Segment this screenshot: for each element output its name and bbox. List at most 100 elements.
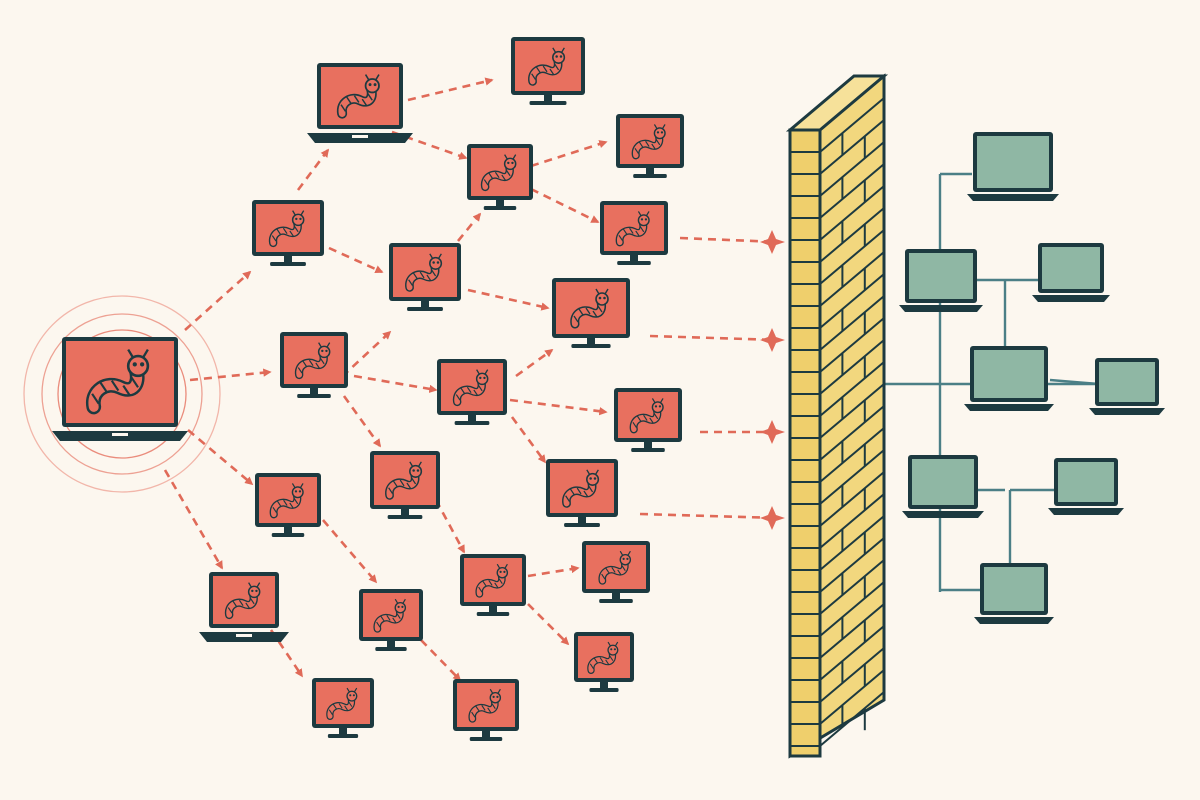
impact-burst xyxy=(760,506,785,530)
infected-monitor xyxy=(467,144,533,210)
protected-computer xyxy=(974,563,1054,624)
infection-arrow xyxy=(420,639,462,682)
brick-line xyxy=(819,185,885,241)
infection-arrow xyxy=(515,348,554,378)
protected-computer xyxy=(899,249,983,312)
clean-screen xyxy=(1042,247,1100,289)
infection-arrow xyxy=(530,187,600,224)
brick-line xyxy=(819,669,885,725)
infected-monitor xyxy=(460,554,526,616)
blocked-attack-arrows xyxy=(639,230,785,530)
brick-line xyxy=(819,317,885,373)
infected-monitor xyxy=(370,451,440,519)
worm-icon xyxy=(405,253,443,292)
infection-arrow xyxy=(163,469,224,570)
brick-line xyxy=(819,361,885,417)
brick-line xyxy=(819,163,885,219)
worm-icon xyxy=(373,598,407,633)
protected-computer xyxy=(964,346,1054,411)
worm-icon xyxy=(468,688,502,723)
infection-pulse-rings xyxy=(23,295,221,493)
brick-line xyxy=(819,119,885,175)
infection-arrow xyxy=(527,564,580,578)
infection-arrow xyxy=(184,270,252,331)
brick-line xyxy=(819,273,885,329)
protected-computer xyxy=(1089,358,1165,415)
infection-arrow xyxy=(434,499,466,554)
pulse-ring xyxy=(23,295,221,493)
clean-screen xyxy=(909,253,973,299)
infected-monitor xyxy=(312,678,374,738)
infected-monitor xyxy=(359,589,423,651)
brick-line xyxy=(819,603,885,659)
protected-computer xyxy=(1048,458,1124,515)
worm-icon xyxy=(615,211,650,247)
brick-line xyxy=(819,141,885,197)
impact-burst xyxy=(760,420,785,444)
infected-monitor xyxy=(552,278,630,348)
worm-icon xyxy=(452,369,489,407)
infection-arrows xyxy=(163,77,608,682)
worm-icon xyxy=(326,687,358,720)
wall-front-face xyxy=(788,128,822,758)
infected-computers xyxy=(52,37,684,741)
infected-monitor xyxy=(389,243,461,311)
infection-arrow xyxy=(509,398,608,416)
brick-line xyxy=(819,383,885,439)
brick-line xyxy=(819,427,885,483)
worm-icon xyxy=(268,210,305,248)
pulse-ring xyxy=(41,313,203,475)
infection-arrow xyxy=(527,603,570,646)
brick-line xyxy=(819,207,885,263)
infection-arrow xyxy=(342,395,382,448)
protected-computer xyxy=(1032,243,1110,302)
worm-icon xyxy=(336,74,380,119)
pulse-ring xyxy=(57,329,187,459)
worm-icon xyxy=(294,342,331,380)
brick-line xyxy=(819,647,885,703)
protected-computer xyxy=(902,455,984,518)
blocked-attack-arrow xyxy=(649,334,780,344)
clean-screen xyxy=(974,350,1044,398)
blocked-attack-arrow xyxy=(679,236,780,246)
worm-icon xyxy=(631,124,666,160)
protected-computer xyxy=(967,132,1059,201)
worm-icon xyxy=(224,582,261,620)
impact-burst xyxy=(760,328,785,352)
infected-monitor xyxy=(600,201,668,265)
worm-icon xyxy=(528,47,566,86)
infected-monitor xyxy=(511,37,585,105)
infection-arrow xyxy=(456,212,482,242)
brick-line xyxy=(819,229,885,285)
infected-laptop xyxy=(307,63,413,143)
infected-monitor xyxy=(280,332,348,398)
brick-line xyxy=(819,449,885,505)
infected-monitor xyxy=(255,473,321,537)
brick-line xyxy=(819,515,885,571)
brick-line xyxy=(819,581,885,637)
brick-line xyxy=(819,625,885,681)
worm-icon xyxy=(629,398,664,434)
brick-line xyxy=(819,471,885,527)
clean-screen xyxy=(912,459,974,505)
infected-monitor xyxy=(546,459,618,527)
infection-arrow xyxy=(328,246,384,274)
infection-arrow xyxy=(510,416,547,464)
brick-line xyxy=(819,295,885,351)
network-link xyxy=(1049,378,1100,386)
worm-icon xyxy=(480,154,517,192)
clean-screen xyxy=(977,136,1049,188)
impact-burst xyxy=(760,230,785,254)
worm-icon xyxy=(86,348,150,415)
worm-icon xyxy=(475,563,509,598)
worm-icon xyxy=(562,469,600,508)
brick-line xyxy=(819,537,885,593)
protected-computers xyxy=(899,132,1165,624)
brick-line xyxy=(819,559,885,615)
infected-monitor xyxy=(453,679,519,741)
worm-icon xyxy=(269,483,304,519)
infected-monitor xyxy=(574,632,634,692)
infected-monitor xyxy=(614,388,682,452)
wall-top-face xyxy=(785,74,889,132)
